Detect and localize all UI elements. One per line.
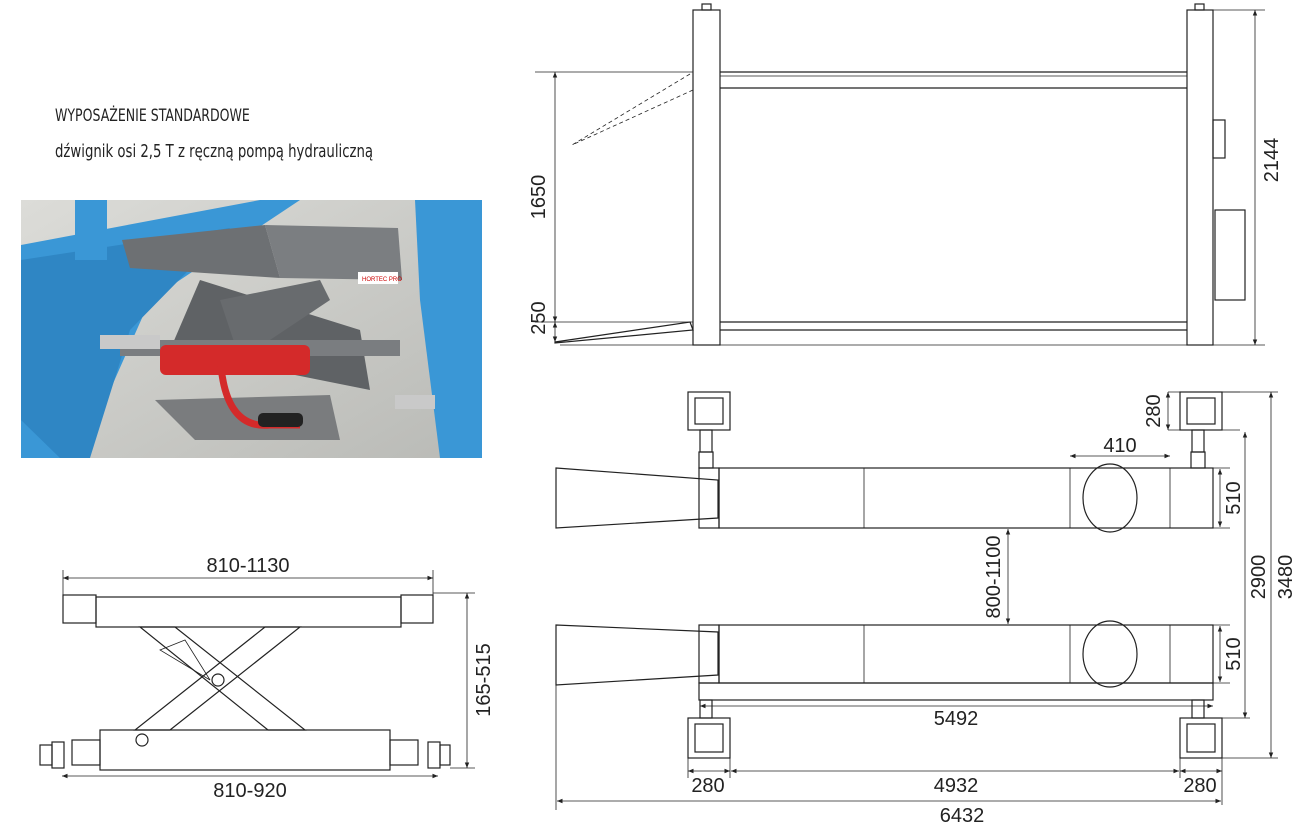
dim-runway-length: 5492 bbox=[934, 708, 979, 730]
dim-post-right: 280 bbox=[1183, 775, 1216, 797]
motor bbox=[1214, 209, 1246, 301]
ramp-top bbox=[555, 467, 719, 529]
dim-runway-width-bottom: 510 bbox=[1223, 637, 1245, 670]
hydraulic-pump bbox=[160, 345, 310, 375]
dim-post-left: 280 bbox=[691, 775, 724, 797]
dim-total-width: 3480 bbox=[1275, 555, 1297, 600]
lift-top-view: 410 280 510 510 800-1100 2900 3480 5492 … bbox=[555, 391, 1297, 825]
cross-beam bbox=[698, 682, 1214, 701]
lift-runway-right bbox=[415, 200, 482, 458]
dim-post-depth: 280 bbox=[1143, 394, 1165, 427]
ramp-bottom bbox=[555, 624, 719, 686]
dim-total-height: 2144 bbox=[1261, 138, 1283, 183]
dim-inner-post-span: 2900 bbox=[1248, 555, 1270, 600]
jack-drawing: 810-1130 810-920 165-515 bbox=[39, 555, 495, 802]
dim-runway-gap: 800-1100 bbox=[983, 535, 1005, 618]
dim-jack-base-width: 810-920 bbox=[213, 780, 286, 802]
dim-jack-top-width: 810-1130 bbox=[206, 555, 289, 577]
runway-top bbox=[718, 467, 1214, 529]
dim-lift-height: 1650 bbox=[528, 175, 550, 220]
runway-bottom bbox=[718, 624, 1214, 684]
jack-top-plate bbox=[122, 225, 280, 278]
dim-jack-height: 165-515 bbox=[473, 643, 495, 716]
dim-plate-width: 410 bbox=[1103, 435, 1136, 457]
jack-base bbox=[99, 729, 391, 771]
turntable-bottom bbox=[1082, 620, 1138, 688]
post-bottom-right bbox=[1179, 699, 1223, 759]
column-right bbox=[1186, 9, 1214, 346]
section-description: dźwignik osi 2,5 T z ręczną pompą hydrau… bbox=[55, 141, 374, 162]
dim-total-length: 6432 bbox=[940, 805, 985, 825]
post-top-left bbox=[687, 391, 731, 469]
dim-post-spacing: 4932 bbox=[934, 775, 979, 797]
dim-platform-height: 250 bbox=[528, 301, 550, 334]
brand-label: HORTEC PRO bbox=[362, 277, 402, 283]
column-left bbox=[692, 9, 721, 346]
turntable-top bbox=[1082, 463, 1138, 533]
jack-top-beam bbox=[95, 596, 402, 628]
dim-runway-width-top: 510 bbox=[1223, 481, 1245, 514]
jack-photo: HORTEC PRO bbox=[21, 200, 482, 458]
lift-side-view: 1650 250 2144 bbox=[528, 3, 1283, 346]
section-heading: WYPOSAŻENIE STANDARDOWE bbox=[55, 106, 250, 126]
post-bottom-left bbox=[687, 699, 731, 759]
